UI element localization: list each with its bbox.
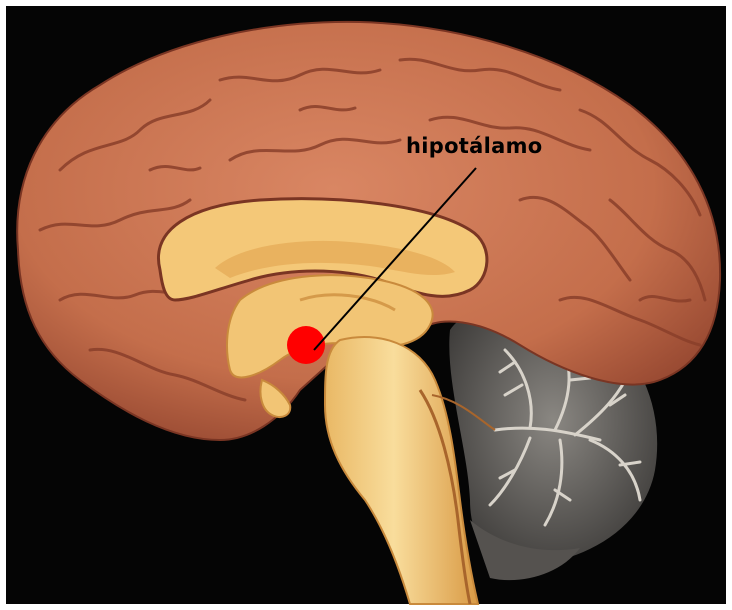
hypothalamus-label: hipotálamo [406, 134, 543, 158]
